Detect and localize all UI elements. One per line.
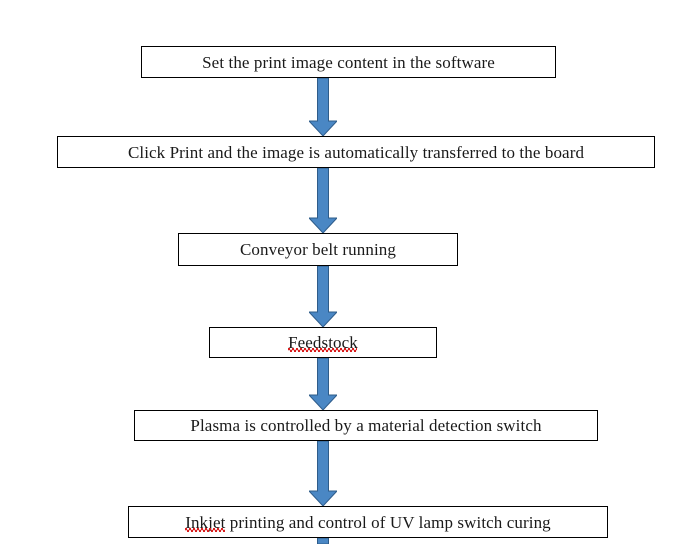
down-block-arrow-icon xyxy=(309,538,337,544)
down-block-arrow-icon xyxy=(309,168,337,233)
process-box[interactable]: Click Print and the image is automatical… xyxy=(57,136,655,168)
spellcheck-underline xyxy=(288,348,358,352)
spellcheck-underline xyxy=(185,527,225,532)
process-box-label: Set the print image content in the softw… xyxy=(202,52,495,72)
process-box-label: Conveyor belt running xyxy=(239,240,397,259)
process-box-label: Plasma is controlled by a material detec… xyxy=(190,416,542,435)
down-block-arrow-icon xyxy=(309,441,337,506)
process-box-label: Inkjet printing and control of UV lamp s… xyxy=(185,512,551,532)
process-box-label: Feedstock xyxy=(288,333,358,352)
process-box[interactable]: Inkjet printing and control of UV lamp s… xyxy=(128,506,608,538)
process-box[interactable]: Set the print image content in the softw… xyxy=(141,46,556,78)
process-box[interactable]: Plasma is controlled by a material detec… xyxy=(134,410,598,441)
process-box[interactable]: Conveyor belt running xyxy=(178,233,458,266)
process-box-label: Click Print and the image is automatical… xyxy=(127,142,585,162)
down-block-arrow-icon xyxy=(309,78,337,136)
down-block-arrow-icon xyxy=(309,358,337,410)
down-block-arrow-icon xyxy=(309,266,337,327)
process-box[interactable]: Feedstock xyxy=(209,327,437,358)
